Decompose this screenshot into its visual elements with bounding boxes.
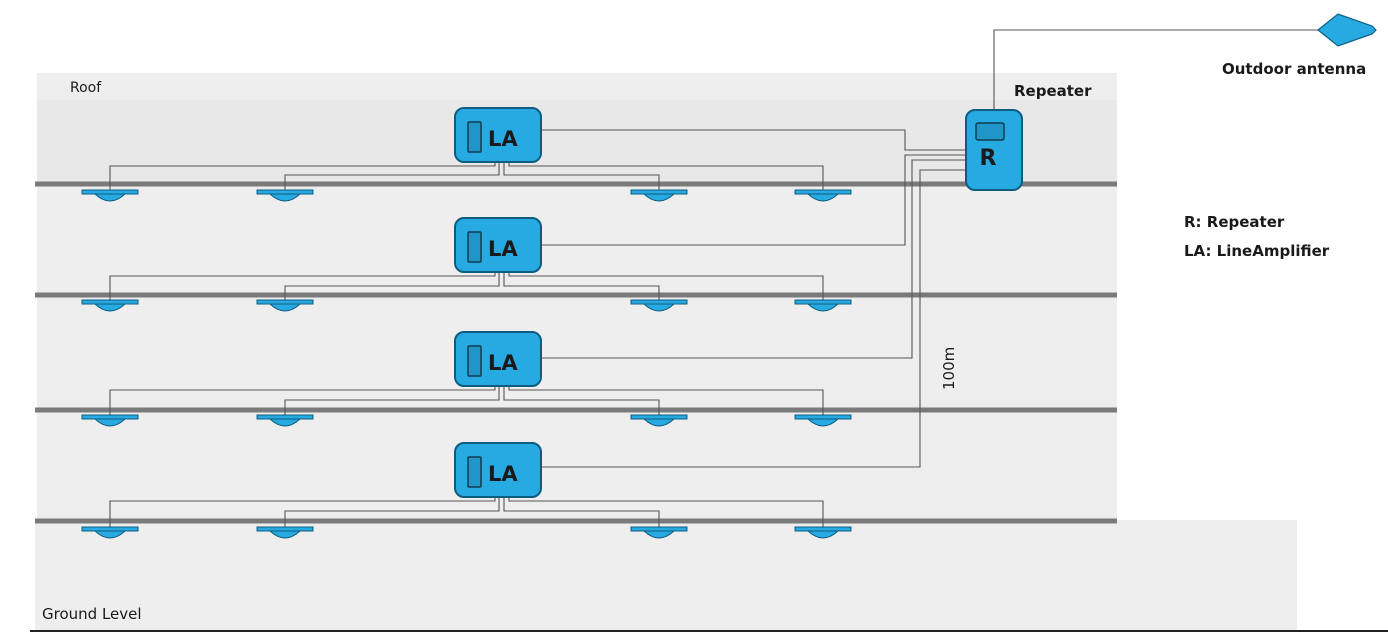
ceiling-antenna-f1-1 xyxy=(81,189,139,202)
ceiling-antenna-f3-2 xyxy=(256,414,314,427)
line-amplifier-1-label: LA xyxy=(488,127,518,151)
ceiling-antenna-f2-3 xyxy=(630,299,688,312)
line-amplifier-4-label: LA xyxy=(488,462,518,486)
line-amplifier-3-label: LA xyxy=(488,351,518,375)
floor-2-distribution xyxy=(109,272,824,300)
floor-1-distribution xyxy=(109,162,824,190)
repeater-symbol: R xyxy=(980,146,997,171)
ceiling-antenna-f2-4 xyxy=(794,299,852,312)
floor-3-distribution xyxy=(109,386,824,415)
distance-label: 100m xyxy=(940,347,958,390)
ceiling-antenna-f4-1 xyxy=(81,526,139,539)
ceiling-antenna-f4-4 xyxy=(794,526,852,539)
repeater-unit[interactable] xyxy=(965,109,1023,191)
ceiling-antenna-f2-2 xyxy=(256,299,314,312)
line-amplifier-3[interactable] xyxy=(454,331,542,387)
outdoor-antenna-label: Outdoor antenna xyxy=(1222,60,1366,78)
outdoor-antenna-icon xyxy=(1317,13,1377,47)
trunk-cable-floor-1 xyxy=(540,129,966,151)
trunk-cable-floor-3 xyxy=(540,159,966,359)
ceiling-antenna-f3-1 xyxy=(81,414,139,427)
trunk-cable-floor-2 xyxy=(540,154,966,246)
outdoor-antenna-feed xyxy=(993,29,1320,110)
line-amplifier-2[interactable] xyxy=(454,217,542,273)
ceiling-antenna-f1-3 xyxy=(630,189,688,202)
ground-level-label: Ground Level xyxy=(42,605,142,623)
legend-line-amplifier: LA: LineAmplifier xyxy=(1184,242,1330,260)
line-amplifier-1[interactable] xyxy=(454,107,542,163)
roof-label: Roof xyxy=(70,80,102,96)
legend-repeater: R: Repeater xyxy=(1184,213,1285,231)
ceiling-antenna-f2-1 xyxy=(81,299,139,312)
repeater-title: Repeater xyxy=(1014,82,1092,100)
line-amplifier-2-label: LA xyxy=(488,237,518,261)
ceiling-antenna-f4-2 xyxy=(256,526,314,539)
building-lower-section xyxy=(35,520,1297,630)
ceiling-antenna-f1-4 xyxy=(794,189,852,202)
ceiling-antenna-f3-3 xyxy=(630,414,688,427)
trunk-cable-floor-4 xyxy=(540,169,966,468)
ceiling-antenna-f3-4 xyxy=(794,414,852,427)
ceiling-antenna-f1-2 xyxy=(256,189,314,202)
floor-4-distribution xyxy=(109,497,824,527)
line-amplifier-4[interactable] xyxy=(454,442,542,498)
building-top-floor-band xyxy=(37,100,1117,184)
ceiling-antenna-f4-3 xyxy=(630,526,688,539)
